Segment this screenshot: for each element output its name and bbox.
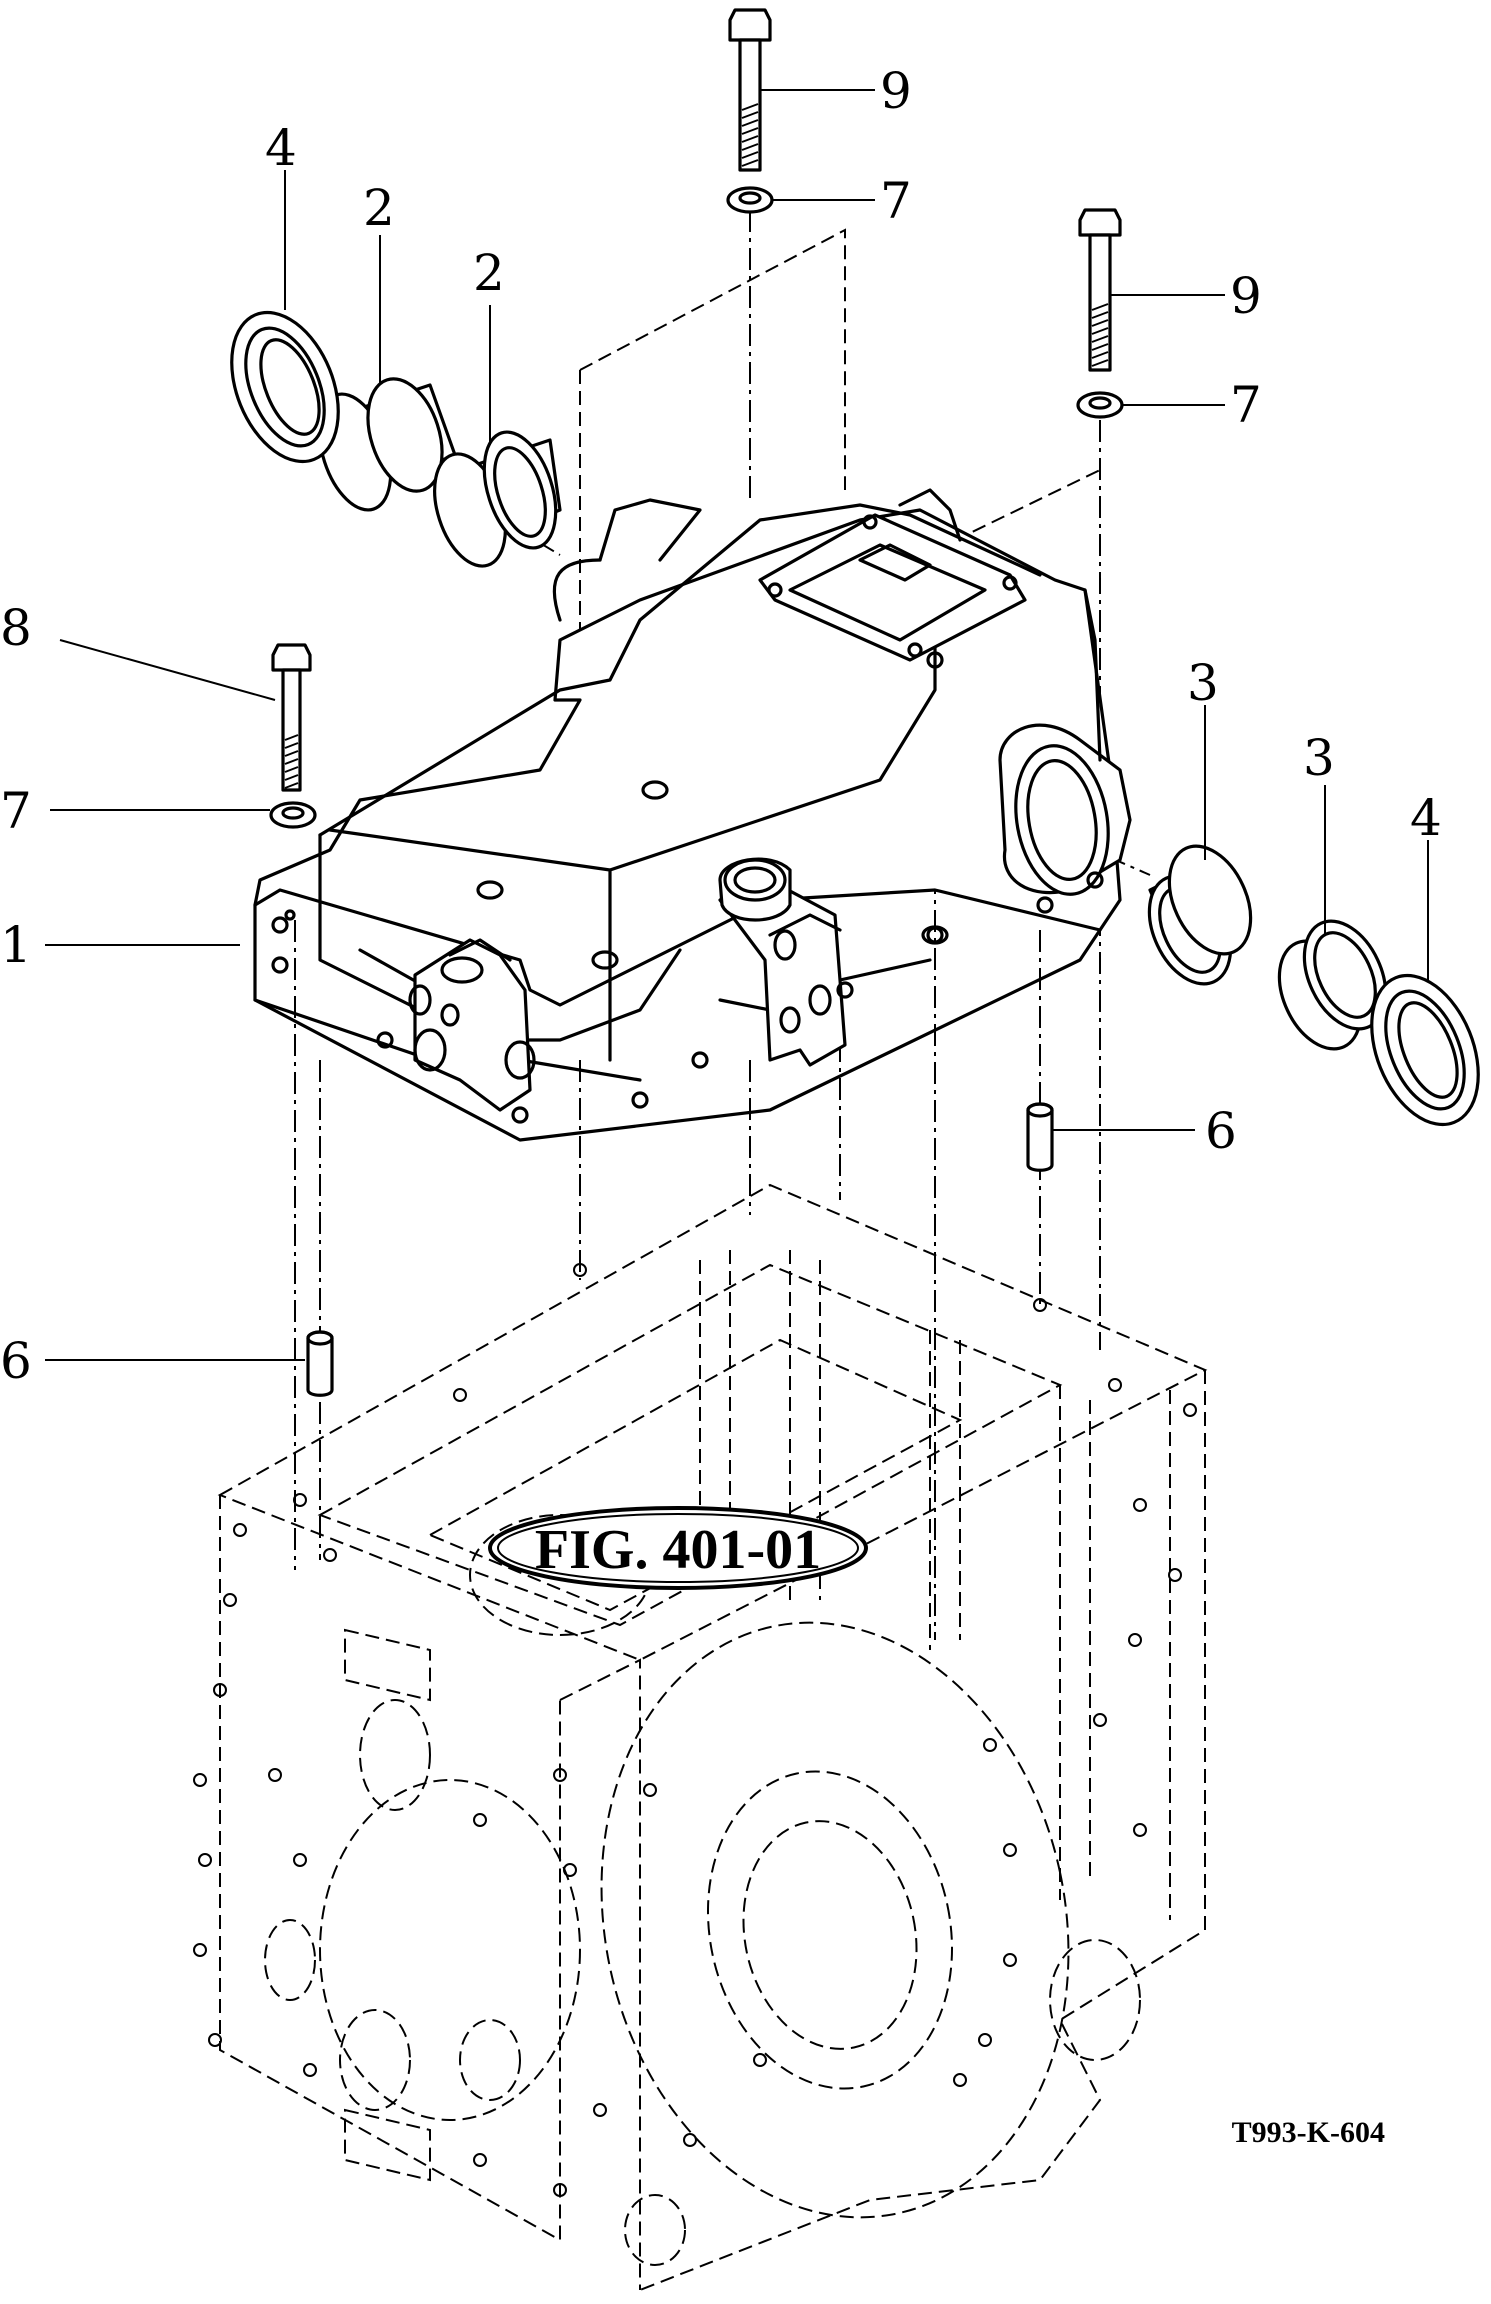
callout-2a: 2 — [363, 179, 395, 237]
seal-4-right — [1370, 973, 1480, 1127]
dowel-pin-6-right — [1026, 1102, 1054, 1172]
callout-2b: 2 — [473, 244, 505, 302]
callout-7c: 7 — [0, 782, 32, 840]
callout-6b: 6 — [0, 1332, 32, 1390]
leader-lines — [45, 89, 1429, 1361]
dowel-pin-6-left — [306, 1330, 334, 1397]
bolt-9-right — [1078, 208, 1122, 372]
bushing-2-right — [433, 430, 562, 568]
bolt-9-top — [728, 8, 772, 172]
callout-3b: 3 — [1303, 729, 1335, 787]
washer-7-right — [1076, 391, 1124, 419]
callout-6a: 6 — [1205, 1102, 1237, 1160]
seal-4-left — [230, 310, 340, 464]
lift-cover-housing — [253, 488, 1132, 1142]
callout-8: 8 — [0, 599, 32, 657]
callout-9a: 9 — [880, 62, 912, 120]
callout-7a: 7 — [880, 172, 912, 230]
callout-9b: 9 — [1230, 267, 1262, 325]
callout-1: 1 — [0, 916, 32, 974]
callout-4a: 4 — [265, 119, 297, 177]
callout-labels: 1 2 2 3 3 4 4 6 6 7 7 7 8 9 9 — [0, 62, 1442, 1390]
drawing-code: T993-K-604 — [1232, 2116, 1385, 2149]
washer-7-top — [726, 186, 774, 214]
callout-7b: 7 — [1230, 376, 1262, 434]
bushing-3-left — [1147, 844, 1253, 986]
transmission-housing — [193, 1183, 1208, 2291]
bolt-8 — [271, 643, 312, 792]
callout-4b: 4 — [1410, 789, 1442, 847]
washer-7-left — [269, 801, 317, 829]
figure-reference-badge[interactable]: FIG. 401-01 — [488, 1506, 868, 1590]
callout-3a: 3 — [1187, 654, 1219, 712]
figure-reference-text[interactable]: FIG. 401-01 — [535, 1519, 821, 1581]
bushing-3-right — [1277, 919, 1388, 1051]
